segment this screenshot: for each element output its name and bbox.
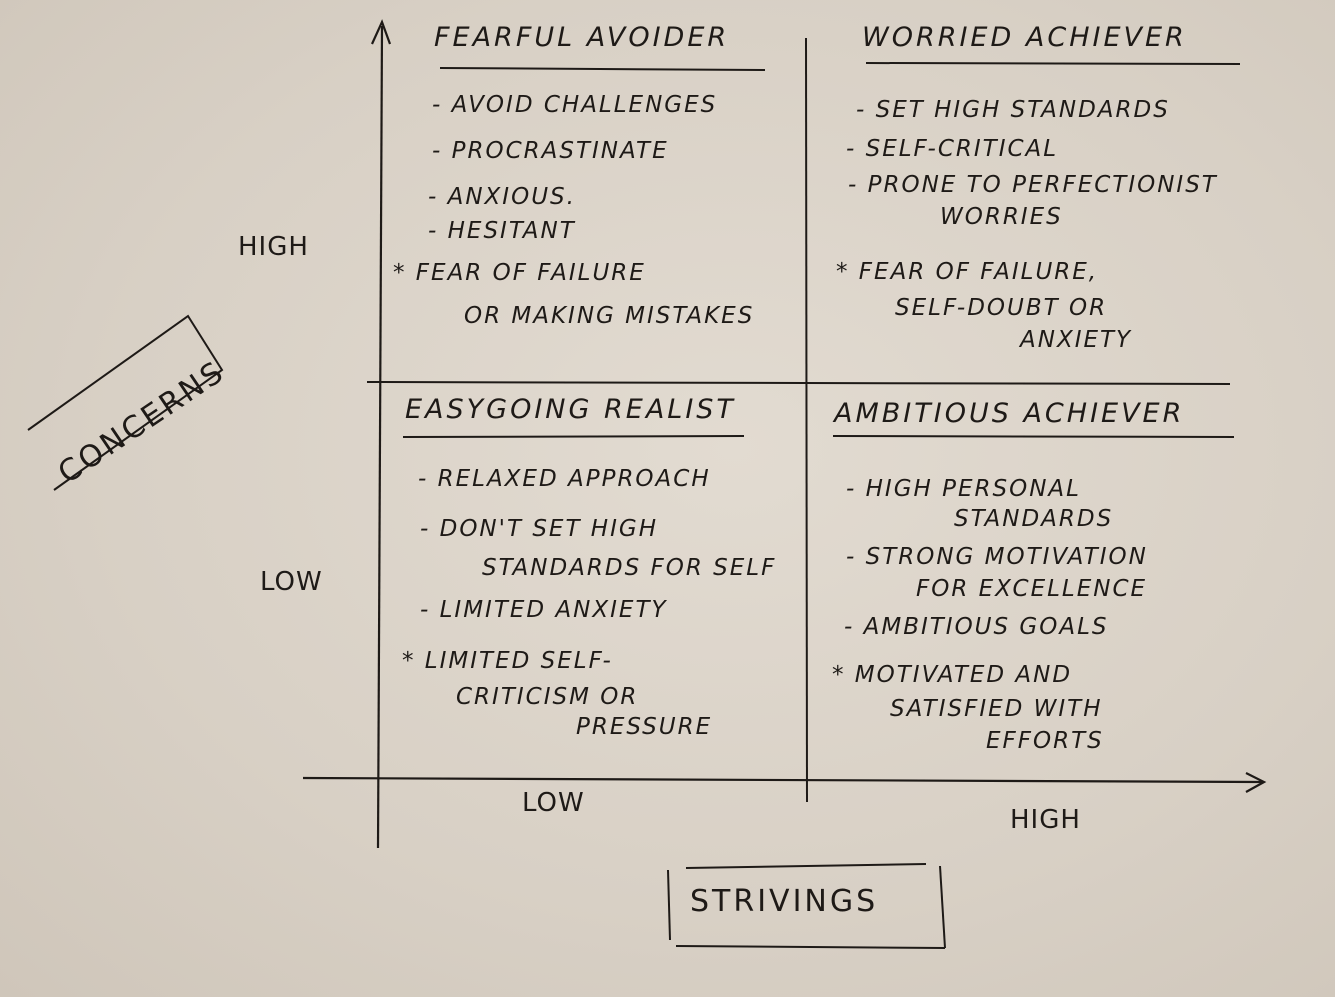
x-axis-high-label: HIGH — [1010, 805, 1081, 835]
underline-ambitious-achiever — [832, 435, 1235, 438]
concerns-box — [27, 314, 224, 491]
worried-achiever-item: - SET HIGH STANDARDS — [856, 97, 1170, 123]
fearful-avoider-item: - AVOID CHALLENGES — [432, 92, 718, 118]
ambitious-achiever-star: * MOTIVATED AND — [832, 662, 1073, 688]
strivings-box-left — [667, 869, 671, 941]
ambitious-achiever-item: STANDARDS — [954, 506, 1114, 532]
strivings-box-bottom — [675, 945, 946, 949]
strivings-axis-title: STRIVINGS — [690, 884, 879, 919]
fearful-avoider-title: FEARFUL AVOIDER — [434, 22, 730, 53]
ambitious-achiever-title: AMBITIOUS ACHIEVER — [834, 398, 1185, 429]
ambitious-achiever-star: SATISFIED WITH — [890, 696, 1103, 722]
y-axis-line — [376, 25, 384, 849]
horizontal-divider — [366, 381, 1231, 385]
fearful-avoider-item: - ANXIOUS. — [428, 184, 576, 210]
easygoing-realist-star: PRESSURE — [576, 714, 713, 740]
underline-fearful-avoider — [439, 67, 766, 71]
easygoing-realist-item: - DON'T SET HIGH — [420, 516, 659, 542]
easygoing-realist-item: - LIMITED ANXIETY — [420, 597, 668, 623]
easygoing-realist-star: CRITICISM OR — [456, 684, 639, 710]
y-axis-high-label: HIGH — [238, 232, 309, 262]
ambitious-achiever-item: FOR EXCELLENCE — [916, 576, 1148, 602]
easygoing-realist-item: STANDARDS FOR SELF — [482, 555, 777, 581]
y-axis-arrowhead — [370, 19, 392, 45]
underline-easygoing-realist — [402, 435, 745, 438]
worried-achiever-item: - PRONE TO PERFECTIONIST — [848, 172, 1218, 198]
worried-achiever-star: ANXIETY — [1020, 327, 1133, 353]
fearful-avoider-star: OR MAKING MISTAKES — [464, 303, 755, 329]
ambitious-achiever-item: - AMBITIOUS GOALS — [844, 614, 1109, 640]
strivings-box-right — [939, 865, 946, 949]
y-axis-low-label: LOW — [260, 567, 323, 597]
worried-achiever-title: WORRIED ACHIEVER — [862, 22, 1187, 53]
x-axis-arrowhead — [1245, 772, 1267, 793]
strivings-box-top — [685, 863, 927, 869]
fearful-avoider-star: * FEAR OF FAILURE — [393, 260, 646, 286]
ambitious-achiever-item: - STRONG MOTIVATION — [846, 544, 1148, 570]
easygoing-realist-item: - RELAXED APPROACH — [418, 466, 711, 492]
vertical-divider — [805, 37, 808, 803]
worried-achiever-star: SELF-DOUBT OR — [895, 295, 1108, 321]
ambitious-achiever-item: - HIGH PERSONAL — [846, 476, 1081, 502]
worried-achiever-star: * FEAR OF FAILURE, — [836, 259, 1099, 285]
underline-worried-achiever — [865, 62, 1241, 65]
easygoing-realist-title: EASYGOING REALIST — [405, 394, 736, 425]
x-axis-line — [302, 776, 1263, 784]
easygoing-realist-star: * LIMITED SELF- — [402, 648, 613, 674]
worried-achiever-item: - SELF-CRITICAL — [846, 136, 1059, 162]
worried-achiever-item: WORRIES — [940, 204, 1063, 230]
ambitious-achiever-star: EFFORTS — [986, 728, 1104, 754]
fearful-avoider-item: - PROCRASTINATE — [432, 138, 669, 164]
x-axis-low-label: LOW — [522, 788, 585, 818]
fearful-avoider-item: - HESITANT — [428, 218, 576, 244]
